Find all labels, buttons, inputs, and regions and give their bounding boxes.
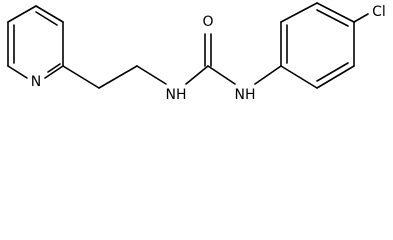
bond [44,65,64,79]
urea-nitrogen-right-label: NH [235,87,256,103]
pyridine-nitrogen-label: N [31,74,41,90]
bond [185,65,209,85]
bond [280,2,318,23]
bond [254,65,282,85]
urea-group [185,33,282,85]
bond [35,5,64,23]
bond [316,65,355,89]
bond [280,65,318,89]
bond [35,11,58,26]
bond [316,2,355,23]
bond [136,65,167,85]
bond [98,65,138,89]
bond [7,5,37,23]
bond [353,13,369,23]
bond [316,9,349,27]
chlorophenyl-ring [280,2,369,89]
bond [62,65,100,89]
pyridine-ring [7,5,64,79]
bond [207,65,236,85]
urea-nitrogen-left-label: NH [166,87,187,103]
chemical-structure: N NH O NH Cl [7,2,386,103]
bond [47,63,61,73]
chlorine-label: Cl [372,4,386,20]
ethyl-chain [62,65,167,89]
carbonyl-oxygen-label: O [202,14,213,30]
bond [7,65,28,79]
bond [316,62,349,82]
